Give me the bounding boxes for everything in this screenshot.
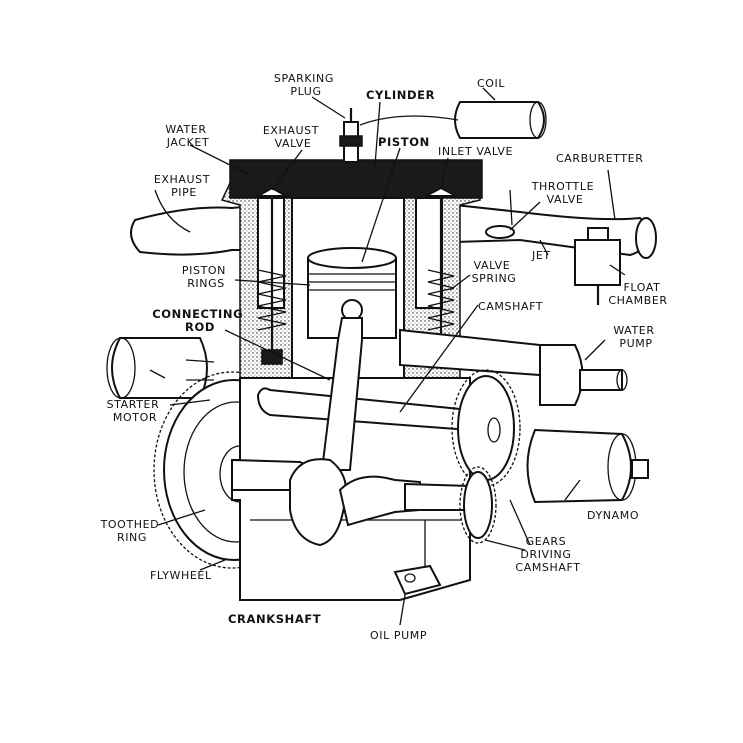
spark-plug-shape [339,108,363,163]
label-valve-spring: VALVE SPRING [472,259,517,285]
piston-shape [307,247,397,339]
inlet-manifold-shape [454,203,654,257]
float-chamber-shape [574,227,621,305]
label-oil-pump: OIL PUMP [370,629,427,642]
connecting-rod-shape [320,317,363,471]
exhaust-pipe-shape [130,203,263,256]
coil-shape [359,101,547,139]
label-jet: JET [531,249,551,262]
label-exhaust-valve: EXHAUST VALVE [263,124,323,150]
label-piston-rings: PISTON RINGS [182,264,230,290]
cylinder-head-shape [229,159,483,199]
label-water-jacket: WATER JACKET [165,123,210,149]
label-cylinder: CYLINDER [366,88,435,102]
label-float-chamber: FLOAT CHAMBER [608,281,667,307]
leader-lines [149,87,626,626]
label-exhaust-pipe: EXHAUST PIPE [154,173,214,199]
label-throttle-valve: THROTTLE VALVE [531,180,599,206]
label-carburetter: CARBURETTER [556,152,643,165]
oil-pump-shape [393,520,442,596]
engine-drawing [106,101,657,601]
label-sparking-plug: SPARKING PLUG [274,72,338,98]
label-piston: PISTON [378,135,430,149]
label-camshaft: CAMSHAFT [478,300,543,313]
exhaust-valve-assembly [254,186,290,365]
starter-motor-shape [106,337,215,399]
label-starter-motor: STARTER MOTOR [107,398,164,424]
labels: SPARKING PLUG CYLINDER COIL WATER JACKET… [100,72,667,642]
dynamo-shape [526,428,649,504]
label-water-pump: WATER PUMP [613,324,658,350]
label-crankshaft: CRANKSHAFT [228,612,321,626]
throttle-valve-shape [485,225,515,239]
gears-shape [451,369,521,544]
label-coil: COIL [477,77,505,90]
label-inlet-valve: INLET VALVE [438,145,513,158]
water-pump-shape [539,344,628,406]
label-dynamo: DYNAMO [587,509,639,522]
label-connecting-rod: CONNECTING ROD [152,307,248,334]
label-toothed-ring: TOOTHED RING [100,518,164,544]
label-flywheel: FLYWHEEL [150,569,212,582]
label-gears-driving-camshaft: GEARS DRIVING CAMSHAFT [515,535,580,574]
